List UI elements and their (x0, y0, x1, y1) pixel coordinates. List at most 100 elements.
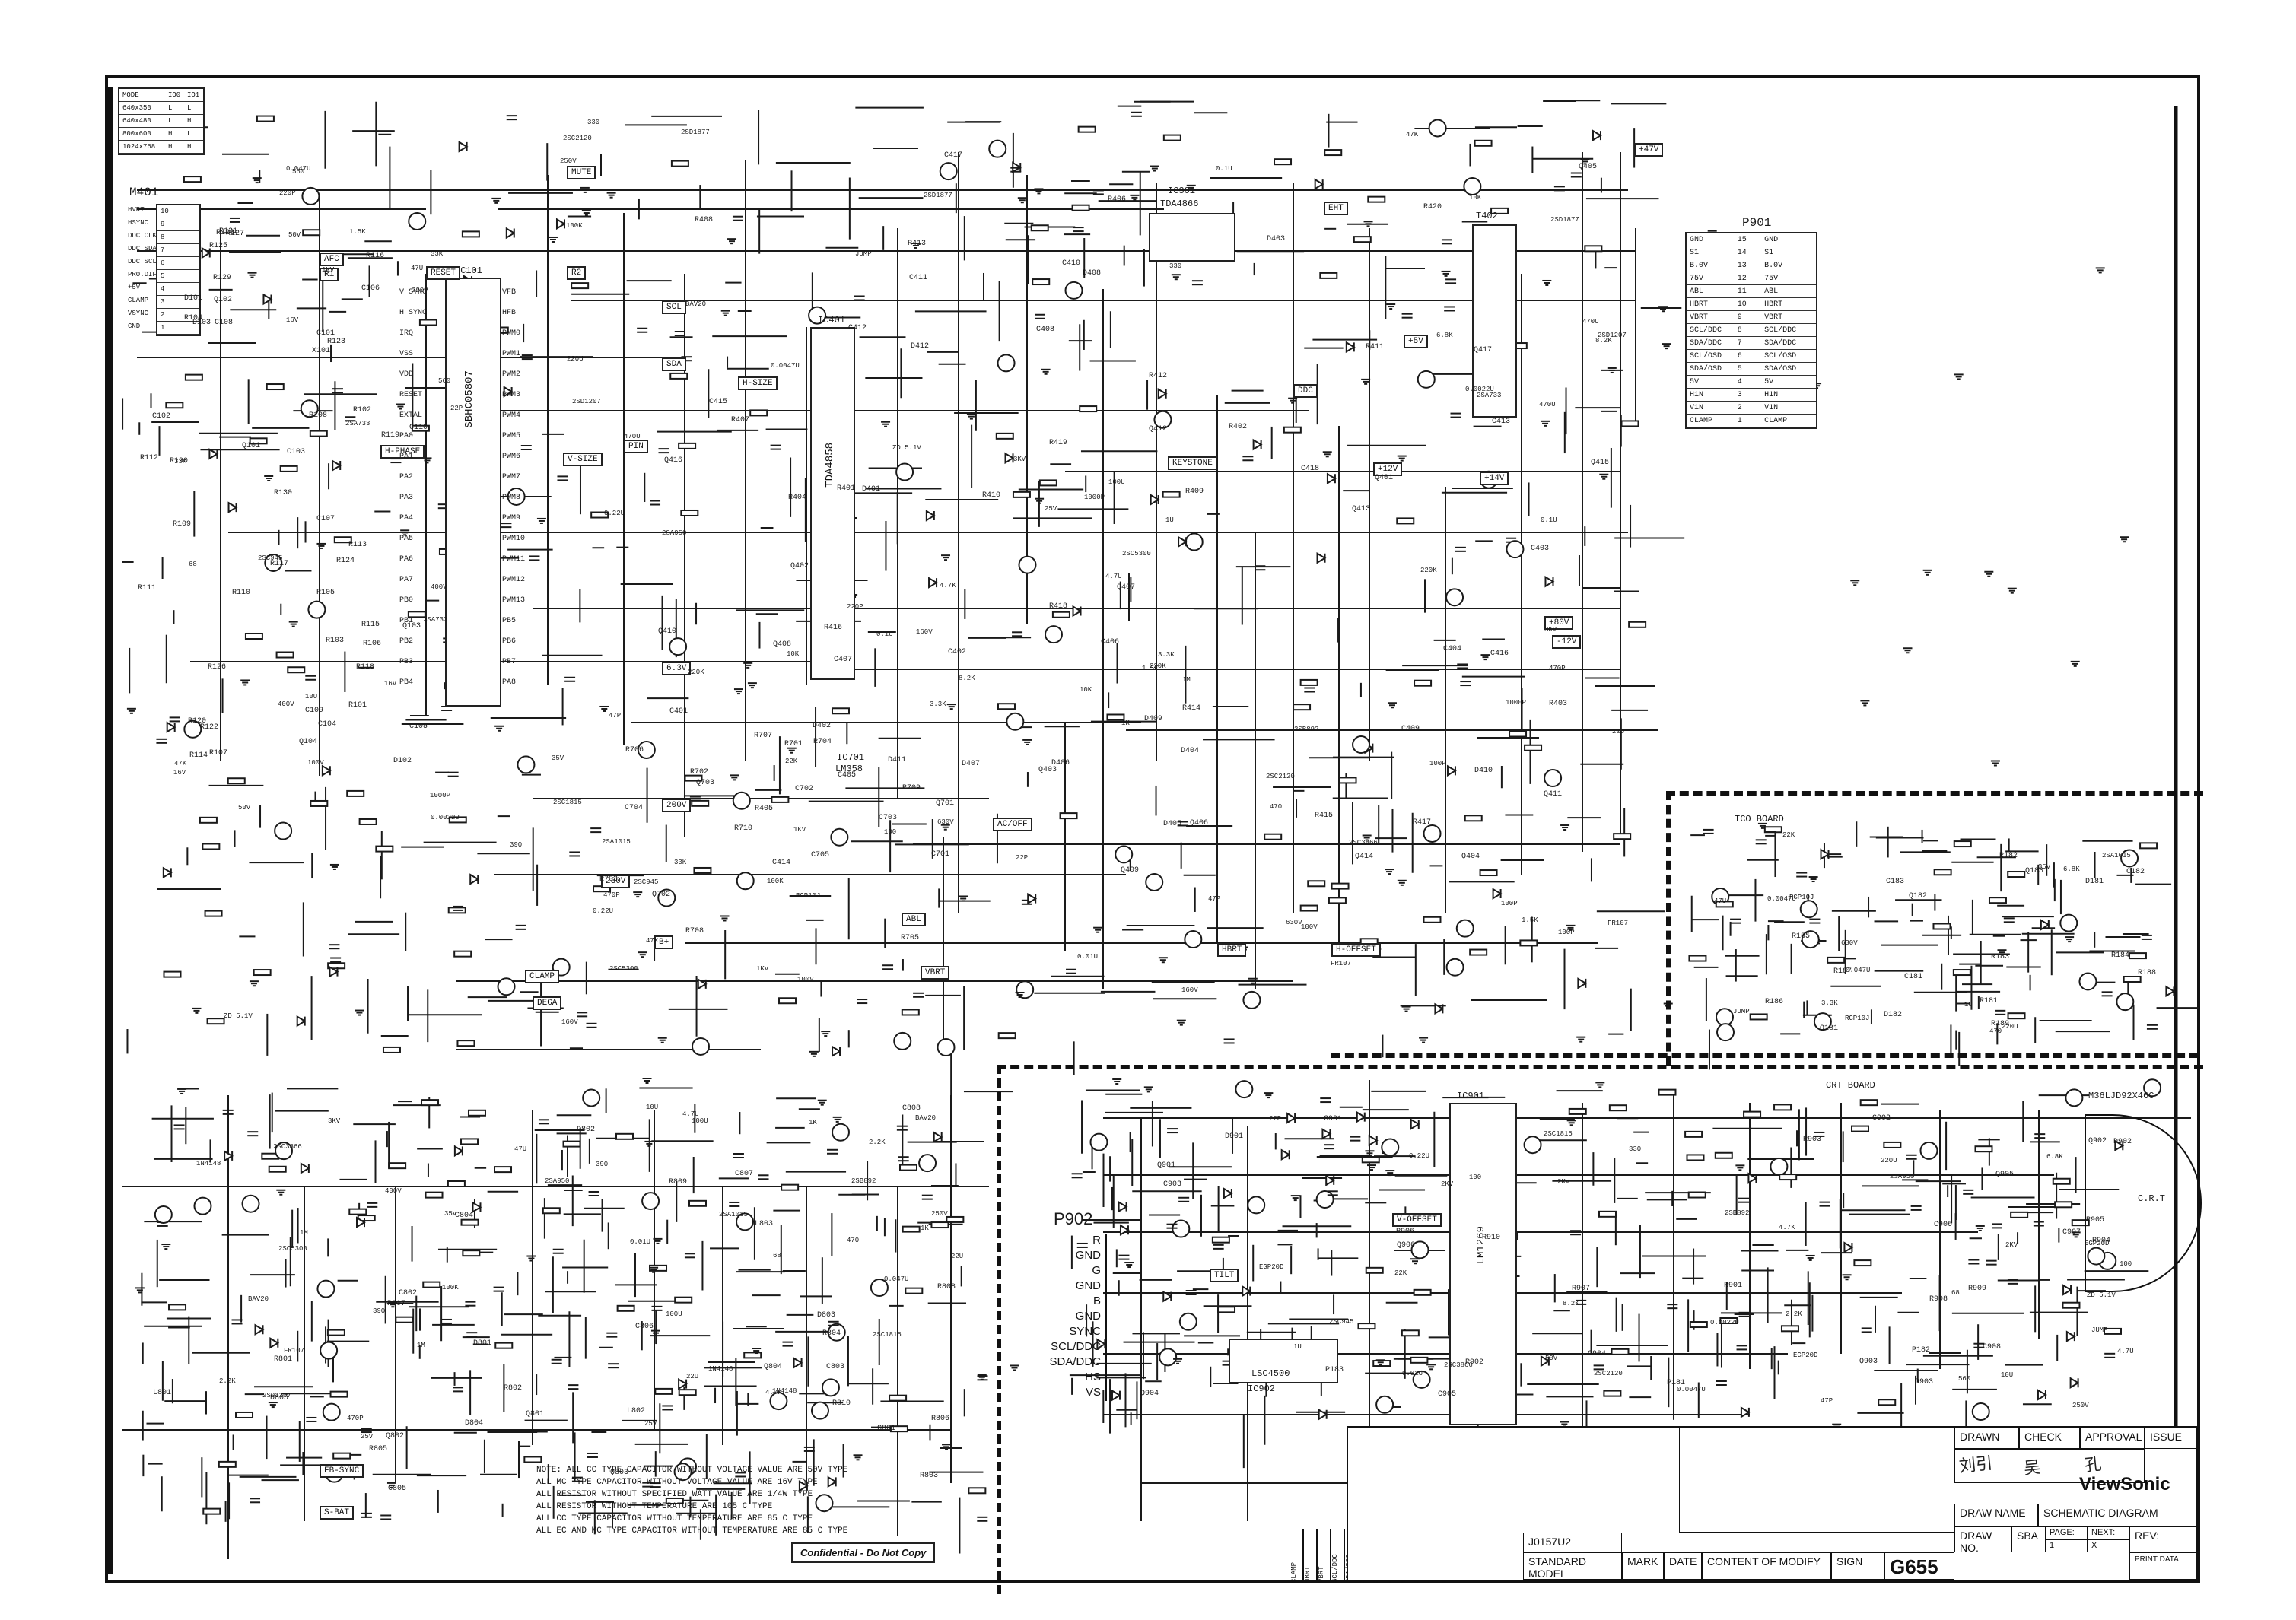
m401-pin: 9 (157, 218, 199, 231)
resistor-symbol (1414, 679, 1433, 687)
resistor-symbol (1264, 833, 1283, 840)
resistor-symbol (309, 430, 328, 437)
resistor-symbol (1608, 1104, 1627, 1112)
transistor-symbol (1971, 1402, 1990, 1421)
crt-part-number: M36LJD92X46C (2088, 1091, 2154, 1101)
capacitor-symbol (361, 1512, 372, 1518)
capacitor-symbol (898, 1156, 909, 1162)
diode-symbol (227, 501, 238, 513)
resistor-symbol (460, 1218, 479, 1226)
p901-pin-number: 2 (1737, 403, 1742, 412)
resistor-symbol (1423, 916, 1442, 923)
ground-symbol (853, 1454, 863, 1461)
diode-symbol (1111, 1389, 1121, 1402)
component-value: FR107 (1331, 960, 1352, 967)
diode-symbol (2065, 1330, 2076, 1342)
capacitor-symbol (1738, 1311, 1750, 1317)
component-value: 250V (2072, 1402, 2089, 1409)
ground-symbol (1566, 1120, 1576, 1126)
component-value: 2SA1015 (2102, 852, 2131, 859)
component-value: 220P (847, 603, 863, 611)
diode-symbol (678, 1377, 688, 1390)
component-ref: D802 (577, 1126, 596, 1134)
resistor-symbol (654, 1387, 673, 1395)
transistor-symbol (808, 306, 827, 325)
component-ref: R112 (140, 454, 159, 462)
capacitor-symbol (447, 771, 459, 777)
ground-symbol (177, 1088, 187, 1094)
component-ref: D103 (192, 319, 211, 327)
ground-symbol (1363, 221, 1373, 227)
notes-block: NOTE: ALL CC TYPE CAPACITOR WITHOUT VOLT… (536, 1464, 847, 1537)
component-ref: R702 (690, 768, 709, 777)
component-value: 0.0047U (1677, 1386, 1706, 1393)
ic101-pin-left: PA6 (399, 555, 414, 564)
component-ref: R413 (908, 240, 927, 248)
m401-pin-label: DDC SCL (128, 258, 157, 265)
signature-check: 吴 (2023, 1457, 2042, 1479)
component-ref: R113 (348, 541, 367, 549)
ground-symbol (730, 774, 739, 781)
ground-symbol (422, 457, 432, 464)
capacitor-symbol (732, 215, 743, 221)
diode-symbol (208, 448, 219, 460)
m401-pin-number: 8 (161, 233, 165, 241)
component-ref: R123 (327, 338, 346, 346)
signal-tag: R2 (567, 266, 587, 280)
p901-pin-number: 10 (1737, 300, 1747, 309)
ground-symbol (1034, 188, 1044, 195)
component-value: 10K (787, 650, 800, 658)
component-ref: R412 (1149, 372, 1168, 380)
component-ref: R186 (1765, 998, 1784, 1006)
ground-symbol (1041, 368, 1051, 375)
ground-symbol (881, 421, 891, 427)
ground-symbol (1288, 397, 1298, 404)
resistor-symbol (461, 230, 480, 238)
transistor-symbol (320, 1341, 339, 1360)
component-value: 1K (921, 1225, 929, 1232)
ground-symbol (1397, 879, 1407, 886)
m401-pin-label: HVRT (128, 206, 145, 214)
transistor-symbol (241, 1194, 260, 1213)
component-ref: R401 (837, 484, 856, 493)
ic101-pin-left: PA2 (399, 473, 414, 481)
component-value: 2SA733 (345, 420, 370, 427)
resistor-symbol (1715, 901, 1734, 908)
signal-tag: DEGA (533, 996, 562, 1010)
component-value: 50V (1545, 1355, 1558, 1362)
mode-table-cell: MODE (122, 91, 139, 99)
transistor-symbol (1919, 1141, 1938, 1160)
ic101-pin-left: IRQ (399, 329, 414, 338)
diode-symbol (928, 577, 938, 589)
diode-symbol (296, 1015, 307, 1028)
component-value: 1U (1964, 1001, 1973, 1009)
diode-symbol (933, 1131, 943, 1143)
component-ref: Q104 (299, 738, 318, 746)
component-ref: R116 (366, 252, 385, 260)
ground-symbol (638, 951, 647, 958)
transistor-symbol (1445, 588, 1464, 607)
capacitor-symbol (1012, 631, 1023, 637)
component-ref: D401 (862, 485, 881, 494)
component-value: JUMP (2091, 1326, 2108, 1334)
resistor-symbol (1324, 149, 1343, 157)
m401-pin: 4 (157, 283, 199, 296)
p901-pin-number: 1 (1737, 416, 1742, 425)
tb-content-of-modify: CONTENT OF MODIFY (1702, 1552, 1831, 1580)
resistor-symbol (590, 511, 609, 519)
capacitor-symbol (1035, 313, 1046, 319)
capacitor-symbol (305, 675, 316, 681)
capacitor-symbol (552, 1248, 564, 1254)
capacitor-symbol (440, 1318, 452, 1324)
ground-symbol (1015, 992, 1025, 999)
component-ref: D411 (888, 756, 907, 764)
component-ref: C413 (1492, 418, 1511, 426)
capacitor-symbol (758, 1174, 769, 1180)
m401-pin: 10 (157, 205, 199, 218)
diode-symbol (1242, 1285, 1252, 1298)
p901-pin-signal: B.0V (1690, 261, 1709, 270)
capacitor-symbol (515, 924, 526, 930)
diode-symbol (224, 1150, 234, 1162)
